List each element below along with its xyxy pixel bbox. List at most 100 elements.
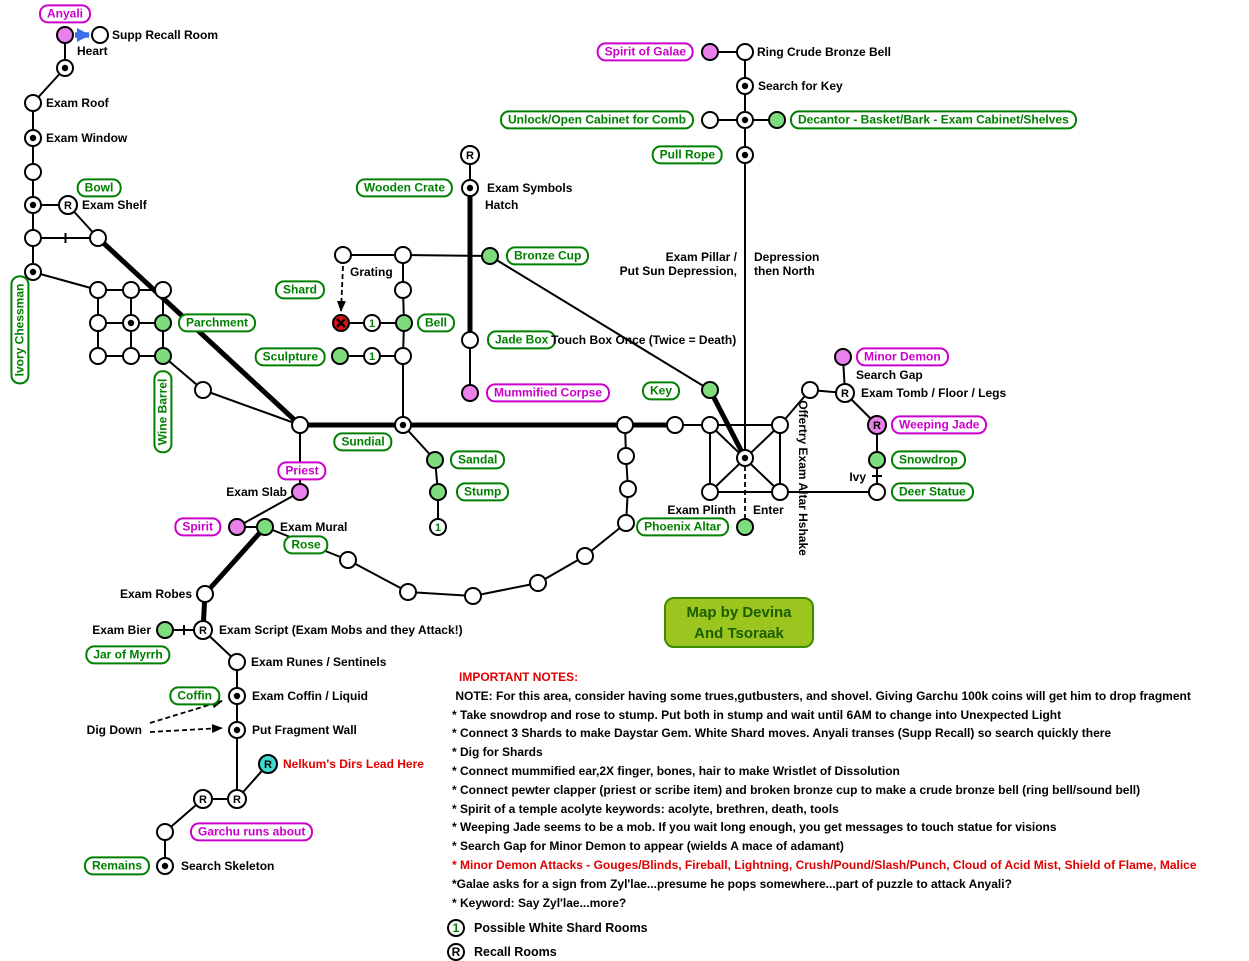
notes-heading: IMPORTANT NOTES: [459, 670, 579, 684]
room-node-t625 [616, 416, 634, 434]
room-node-anyali [56, 26, 74, 44]
room-node-key [701, 381, 719, 399]
svg-text:1: 1 [435, 522, 441, 534]
room-node-cabl [701, 111, 719, 129]
room-node-wine [154, 347, 172, 365]
room-node-rshelf: R [58, 195, 78, 215]
room-node-heart [56, 59, 74, 77]
room-node-runes [228, 653, 246, 671]
room-node-m356 [394, 347, 412, 365]
room-node-a2 [399, 583, 417, 601]
note-line: * Weeping Jade seems to be a mob. If you… [452, 820, 1057, 835]
note-line: * Take snowdrop and rose to stump. Put b… [452, 707, 1062, 722]
note-line: * Dig for Shards [452, 745, 543, 760]
room-node-a6 [617, 514, 635, 532]
room-node-t2 [394, 246, 412, 264]
svg-text:R: R [452, 945, 461, 959]
note-line: * Connect mummified ear,2X finger, bones… [452, 763, 900, 778]
room-node-spirit [228, 518, 246, 536]
room-node-a3 [464, 587, 482, 605]
notes-lines: NOTE: For this area, consider having som… [452, 687, 1249, 913]
legend-recall-rooms: R Recall Rooms [446, 940, 648, 961]
room-node-t675 [666, 416, 684, 434]
room-node-parch [154, 314, 172, 332]
room-node-altar [736, 449, 754, 467]
note-line: * Connect 3 Shards to make Daystar Gem. … [452, 726, 1112, 741]
room-node-l0 [24, 163, 42, 181]
room-node-skel [156, 857, 174, 875]
room-node-cabm [736, 111, 754, 129]
room-node-p390 [194, 381, 212, 399]
room-node-skey [736, 77, 754, 95]
room-node-cabr [768, 111, 786, 129]
note-line: * Connect pewter clapper (priest or scri… [452, 782, 1141, 797]
room-node-oneb: 1 [363, 347, 381, 365]
room-node-onea: 1 [363, 314, 381, 332]
room-node-robes [196, 585, 214, 603]
room-node-cg [122, 347, 140, 365]
room-node-se [771, 483, 789, 501]
legend: 1 Possible White Shard Rooms R Recall Ro… [446, 916, 648, 961]
room-node-ringb [736, 43, 754, 61]
room-node-redx [332, 314, 350, 332]
svg-text:R: R [841, 388, 849, 400]
room-node-bier [156, 621, 174, 639]
credit-line1: Map by Devina [686, 604, 792, 621]
room-node-sculp [331, 347, 349, 365]
room-node-bcup [481, 247, 499, 265]
room-node-supp [91, 26, 109, 44]
edge-a4-a5 [537, 555, 586, 584]
svg-text:1: 1 [369, 351, 375, 363]
svg-text:1: 1 [369, 318, 375, 330]
map-credit: Map by Devina And Tsoraak [664, 597, 814, 648]
room-node-ce [122, 314, 140, 332]
room-node-bell [395, 314, 413, 332]
room-node-garchu [156, 823, 174, 841]
svg-text:1: 1 [453, 921, 460, 935]
room-node-sundial [394, 416, 412, 434]
room-node-a7 [619, 480, 637, 498]
room-node-sandal [426, 451, 444, 469]
edge-mural-a1 [264, 526, 349, 561]
room-node-rnelk: R [258, 754, 278, 774]
note-line: *Galae asks for a sign from Zyl'lae...pr… [452, 876, 1012, 891]
room-node-snow [868, 451, 886, 469]
svg-text:R: R [873, 420, 881, 432]
note-line: * Keyword: Say Zyl'lae...more? [452, 895, 627, 910]
room-node-a1 [339, 551, 357, 569]
room-node-l1 [24, 196, 42, 214]
edge-t2-bcup [402, 254, 491, 257]
room-node-window [24, 129, 42, 147]
note-line: * Minor Demon Attacks - Gouges/Blinds, F… [452, 857, 1197, 872]
notes-panel: IMPORTANT NOTES: NOTE: For this area, co… [452, 668, 1249, 912]
room-node-rtomb: R [835, 383, 855, 403]
room-node-mdemon [834, 348, 852, 366]
room-node-mum [461, 384, 479, 402]
svg-text:R: R [264, 759, 272, 771]
legend-recall-label: Recall Rooms [474, 945, 557, 959]
svg-text:R: R [233, 794, 241, 806]
room-node-j238 [89, 229, 107, 247]
edge-a2-a3 [407, 591, 474, 597]
room-node-t4 [394, 281, 412, 299]
note-line: NOTE: For this area, consider having som… [452, 688, 1191, 703]
edge-bcup-key [489, 255, 711, 391]
dashed-arrow [336, 265, 346, 312]
note-line: * Search Gap for Minor Demon to appear (… [452, 839, 844, 854]
room-node-l3 [24, 263, 42, 281]
edge-a3-a4 [472, 582, 539, 597]
room-node-t1 [334, 246, 352, 264]
note-line: * Spirit of a temple acolyte keywords: a… [452, 801, 839, 816]
room-node-roof [24, 94, 42, 112]
svg-text:R: R [64, 200, 72, 212]
room-node-a8 [617, 447, 635, 465]
room-node-coffin [228, 687, 246, 705]
svg-text:R: R [199, 625, 207, 637]
edge-a1-a2 [347, 559, 409, 593]
room-node-phoenix [736, 518, 754, 536]
room-node-stump [429, 483, 447, 501]
room-node-sw [701, 483, 719, 501]
svg-text:R: R [466, 150, 474, 162]
room-node-wcr: R [460, 145, 480, 165]
